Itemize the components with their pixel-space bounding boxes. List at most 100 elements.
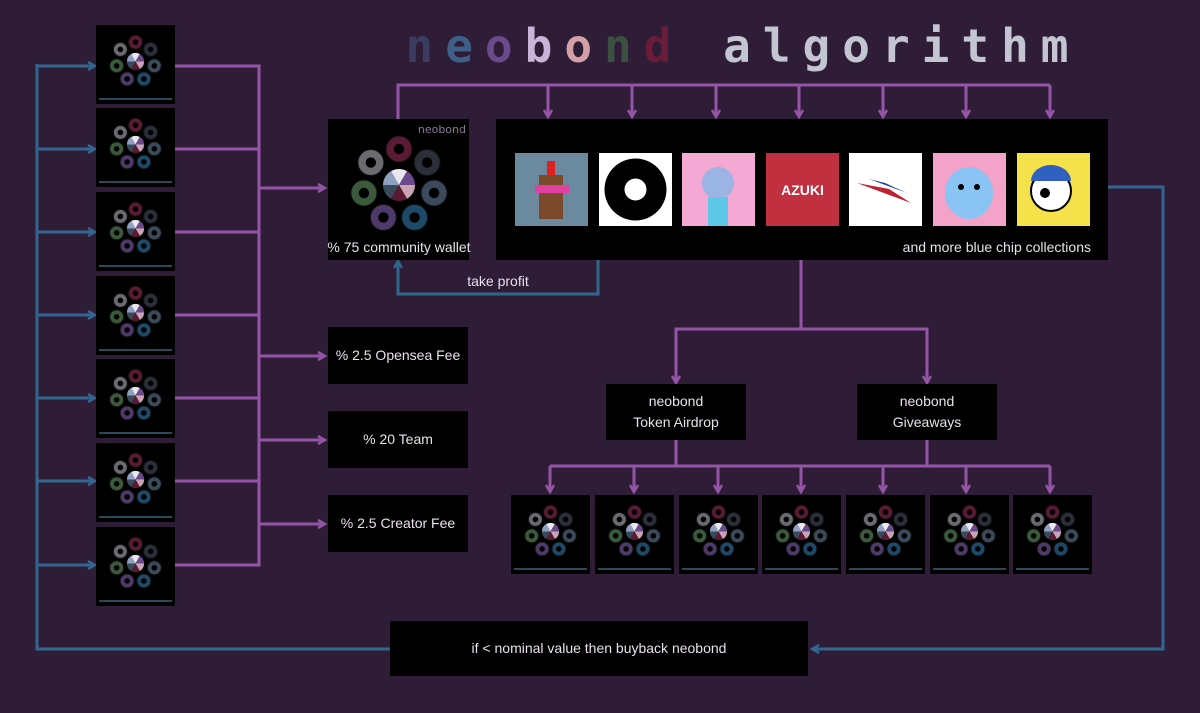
wheel-center-slice xyxy=(1048,531,1057,541)
red-blue-swoosh-logo xyxy=(849,153,922,226)
wheel-ring-hole xyxy=(151,397,158,403)
wheel-center-slice xyxy=(135,479,145,487)
neobond-wheel xyxy=(775,504,828,557)
neobond-nft-tile xyxy=(96,359,175,438)
wheel-ring-hole xyxy=(132,122,139,128)
neobond-nft-tile xyxy=(762,495,841,574)
wheel-ring-hole xyxy=(724,546,730,552)
nft-hash-strip xyxy=(682,568,755,570)
wheel-center-slice xyxy=(131,144,140,154)
character-body xyxy=(708,197,728,226)
wheel-center-slice xyxy=(630,522,639,532)
wheel-center-slice xyxy=(126,312,136,320)
wheel-ring-hole xyxy=(151,230,158,236)
wheel-ring-hole xyxy=(147,464,154,471)
wheel-center-slice xyxy=(792,524,802,532)
team-fee-label: % 20 Team xyxy=(363,431,433,447)
opensea-fee-box: % 2.5 Opensea Fee xyxy=(328,327,468,384)
wheel-ring-hole xyxy=(147,129,154,136)
punk-glasses xyxy=(535,185,569,193)
wheel-center-slice xyxy=(383,171,399,185)
team-fee-box: % 20 Team xyxy=(328,411,468,468)
wheel-center-slice xyxy=(126,221,136,229)
neobond-wheel xyxy=(109,452,162,505)
buyback-label: if < nominal value then buyback neobond xyxy=(472,640,727,656)
wheel-ring-hole xyxy=(867,516,874,523)
wheel-center-slice xyxy=(126,388,136,396)
wheel-ring-hole xyxy=(132,457,139,463)
wheel-ring-hole xyxy=(132,290,139,296)
wheel-ring-hole xyxy=(790,546,796,552)
wheel-ring-hole xyxy=(151,481,158,487)
wheel-ring-hole xyxy=(566,533,573,539)
wheel-center-slice xyxy=(709,531,719,539)
wheel-center-slice xyxy=(131,395,140,405)
nft-hash-strip xyxy=(99,265,172,267)
title-letter: i xyxy=(922,19,950,73)
title-letter: r xyxy=(882,19,910,73)
wheel-ring-hole xyxy=(409,212,420,223)
wheel-ring-hole xyxy=(863,533,870,539)
wheel-ring-hole xyxy=(1030,533,1037,539)
wheel-ring-hole xyxy=(113,63,120,69)
title-letter: o xyxy=(564,19,592,73)
wheel-center-slice xyxy=(630,531,639,541)
wheel-center-slice xyxy=(126,54,136,62)
wheel-ring-hole xyxy=(631,509,638,515)
wheel-ring-hole xyxy=(958,546,964,552)
wheel-ring-hole xyxy=(1041,546,1047,552)
wheel-ring-hole xyxy=(124,494,130,500)
logo-bg xyxy=(766,153,839,226)
neobond-wheel xyxy=(692,504,745,557)
wheel-ring-hole xyxy=(393,143,405,155)
nft-hash-strip xyxy=(598,568,671,570)
wheel-ring-hole xyxy=(428,187,440,199)
title-letter: n xyxy=(406,19,434,73)
blue-cat-icon xyxy=(933,153,1006,226)
wheel-center-slice xyxy=(135,228,145,236)
neobond-wheel xyxy=(1026,504,1079,557)
character-head xyxy=(702,167,734,199)
title-letter: o xyxy=(485,19,513,73)
wheel-ring-hole xyxy=(1068,533,1075,539)
wheel-ring-hole xyxy=(715,509,722,515)
wheel-center-slice xyxy=(126,563,136,571)
wheel-ring-hole xyxy=(547,509,554,515)
wheel-ring-hole xyxy=(141,578,147,584)
wheel-ring-hole xyxy=(117,213,124,220)
neobond-nft-tile xyxy=(96,276,175,355)
token-airdrop-line1: neobond xyxy=(649,393,704,409)
wheel-ring-hole xyxy=(734,533,741,539)
wheel-ring-hole xyxy=(151,314,158,320)
wheel-ring-hole xyxy=(132,373,139,379)
wheel-ring-hole xyxy=(874,546,880,552)
nft-hash-strip xyxy=(1016,568,1089,570)
wheel-center-slice xyxy=(625,531,635,539)
wheel-ring-hole xyxy=(151,565,158,571)
wheel-ring-hole xyxy=(132,39,139,45)
wheel-center-slice xyxy=(135,388,145,396)
wheel-ring-hole xyxy=(365,157,377,168)
wheel-ring-hole xyxy=(117,464,124,471)
title-letter: n xyxy=(604,19,632,73)
wheel-center-slice xyxy=(969,531,979,539)
creator-fee-box: % 2.5 Creator Fee xyxy=(328,495,468,552)
propeller-hat xyxy=(1031,165,1071,181)
wheel-center-slice xyxy=(546,531,555,541)
nft-hash-strip xyxy=(99,181,172,183)
wheel-center-slice xyxy=(126,228,136,236)
wheel-ring-hole xyxy=(147,548,154,555)
wheel-ring-hole xyxy=(124,243,130,249)
wheel-ring-hole xyxy=(817,533,824,539)
opensea-fee-label: % 2.5 Opensea Fee xyxy=(336,347,461,363)
wheel-ring-hole xyxy=(532,516,539,523)
wheel-center-slice xyxy=(135,312,145,320)
wheel-ring-hole xyxy=(882,509,889,515)
title-letter: t xyxy=(961,19,989,73)
bayc-skull xyxy=(624,178,647,201)
wheel-ring-hole xyxy=(798,509,805,515)
wheel-center-slice xyxy=(1052,531,1062,539)
wheel-ring-hole xyxy=(612,533,619,539)
wheel-center-slice xyxy=(383,185,399,199)
nft-hash-strip xyxy=(99,349,172,351)
